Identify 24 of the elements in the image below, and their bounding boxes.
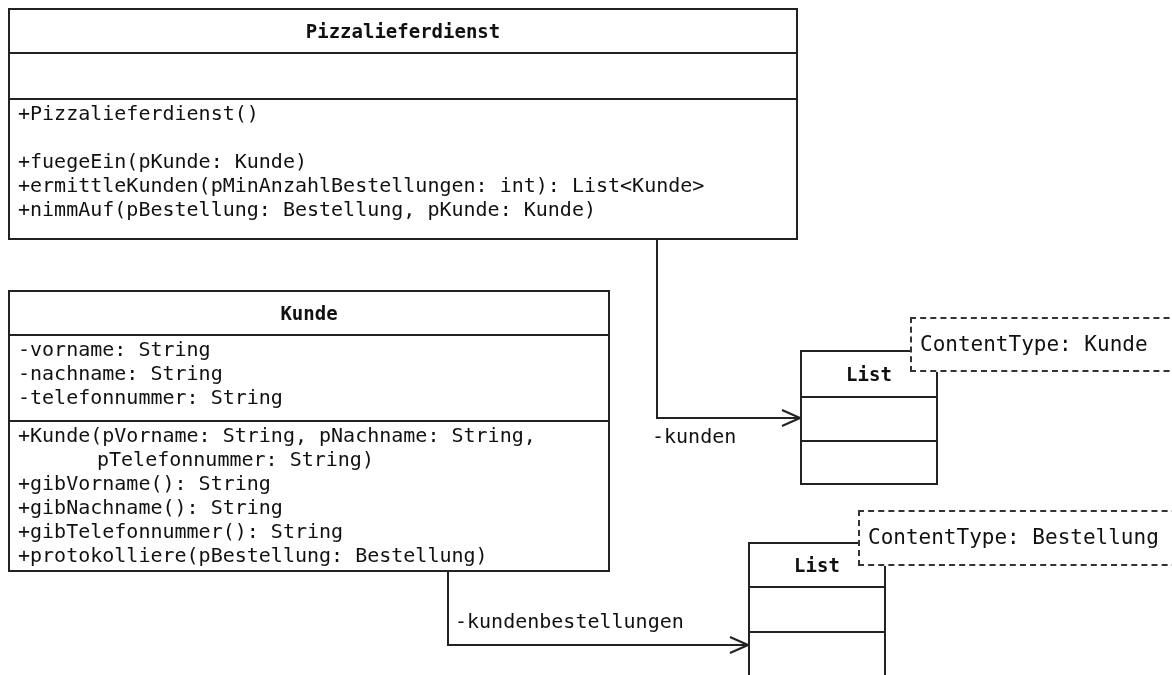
method-text: +fuegeEin(pKunde: Kunde) [18,149,308,173]
association-arrow [656,239,801,427]
method-text: +Pizzalieferdienst() [18,101,260,125]
method-text: +protokolliere(pBestellung: Bestellung) [18,543,489,567]
note-box [910,317,1172,372]
class-box [8,8,798,240]
attribute-text: -vorname: String [18,337,212,361]
method-text: +nimmAuf(pBestellung: Bestellung, pKunde: Kunde) [18,197,597,221]
method-text: +gibNachname(): String [18,495,284,519]
class-name: List [794,553,840,577]
class-name: Pizzalieferdienst [305,19,501,43]
association-arrow [447,571,749,654]
note-text: ContentType: Kunde [920,330,1148,358]
note-box [858,510,1172,566]
class-name: Kunde [280,301,338,325]
attribute-text: -nachname: String [18,361,224,385]
method-text: +gibTelefonnummer(): String [18,519,345,543]
note-text: ContentType: Bestellung [868,524,1159,552]
method-text: +Kunde(pVorname: String, pNachname: String, pTelefonnummer: String) [18,423,537,471]
class-box [8,290,610,572]
method-text: +gibVorname(): String [18,471,272,495]
class-name: List [846,362,892,386]
method-text: +ermittleKunden(pMinAnzahlBestellungen: int): List<Kunde> [18,173,706,197]
attribute-text: -telefonnummer: String [18,385,284,409]
